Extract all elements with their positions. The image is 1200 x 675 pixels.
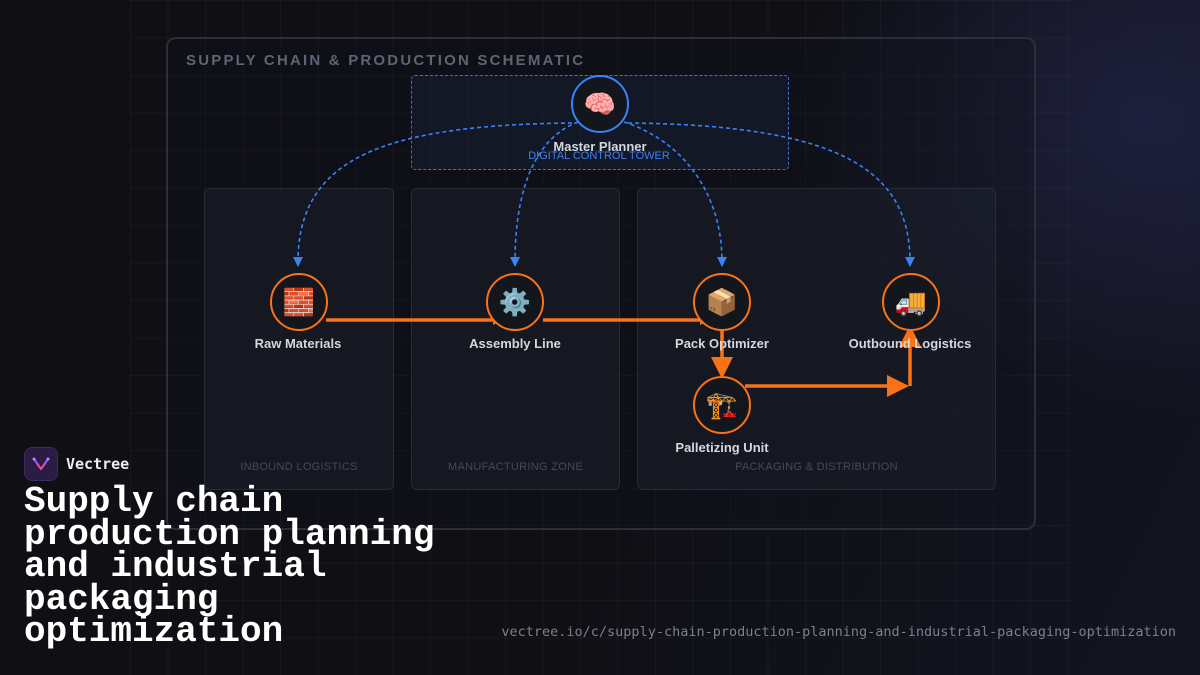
brain-icon: 🧠 <box>583 89 617 119</box>
zone-label: MANUFACTURING ZONE <box>448 461 583 473</box>
brand-name: Vectree <box>66 455 130 473</box>
master-planner-label: Master Planner <box>553 139 647 154</box>
palletizing-unit-node[interactable]: 🏗️ <box>693 376 751 434</box>
truck-icon: 🚚 <box>894 287 928 317</box>
assembly-line-label: Assembly Line <box>469 336 561 351</box>
gear-icon: ⚙️ <box>498 287 532 317</box>
zone-packaging-distribution: PACKAGING & DISTRIBUTION <box>637 188 996 490</box>
assembly-line-node[interactable]: ⚙️ <box>486 273 544 331</box>
schematic-title: SUPPLY CHAIN & PRODUCTION SCHEMATIC <box>186 52 586 69</box>
zone-label: INBOUND LOGISTICS <box>240 461 358 473</box>
zone-label: PACKAGING & DISTRIBUTION <box>735 461 898 473</box>
page-headline: Supply chain production planning and ind… <box>24 481 435 652</box>
palletizing-unit-label: Palletizing Unit <box>675 440 769 455</box>
page-url-link[interactable]: vectree.io/c/supply-chain-production-pla… <box>501 624 1176 640</box>
outbound-logistics-label: Outbound Logistics <box>848 336 972 351</box>
raw-materials-label: Raw Materials <box>254 336 342 351</box>
zone-manufacturing: MANUFACTURING ZONE <box>411 188 620 490</box>
outbound-logistics-node[interactable]: 🚚 <box>882 273 940 331</box>
vectree-logo-icon <box>24 447 58 481</box>
control-link-outbound-logistics <box>627 122 915 267</box>
control-tower-label: DIGITAL CONTROL TOWER <box>528 150 670 162</box>
bricks-icon: 🧱 <box>282 287 316 317</box>
brand: Vectree <box>24 447 129 481</box>
pack-optimizer-node[interactable]: 📦 <box>693 273 751 331</box>
pack-optimizer-label: Pack Optimizer <box>675 336 769 351</box>
control-link-pack-optimizer <box>623 121 727 267</box>
master-planner-node[interactable]: 🧠 <box>571 75 629 133</box>
raw-materials-node[interactable]: 🧱 <box>270 273 328 331</box>
control-link-raw-materials <box>293 122 573 267</box>
package-icon: 📦 <box>705 287 739 317</box>
control-link-assembly-line <box>510 121 579 267</box>
crane-icon: 🏗️ <box>705 390 739 420</box>
